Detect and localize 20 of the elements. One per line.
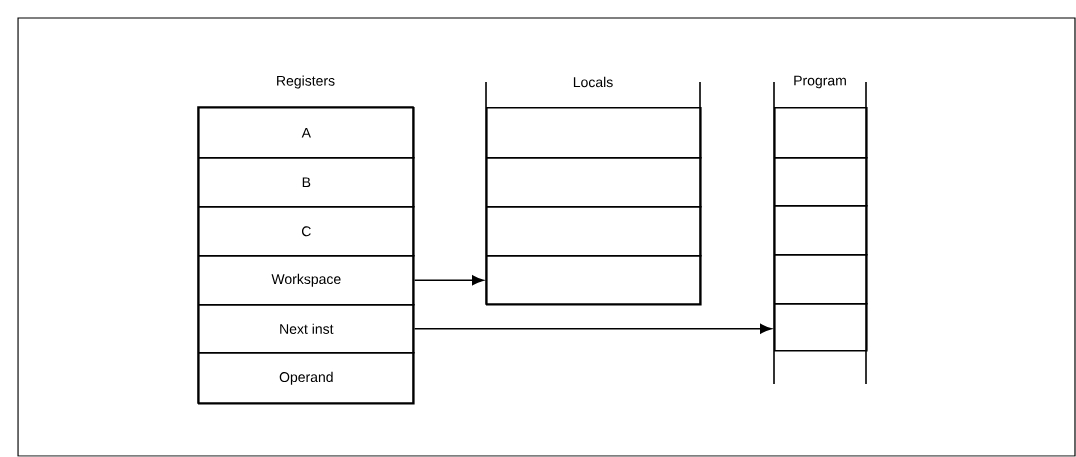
register-cell: Workspace — [198, 255, 415, 306]
memory-cell — [774, 107, 868, 159]
arrow — [413, 323, 772, 334]
register-cell: A — [198, 107, 415, 159]
program-stack: Program — [773, 75, 867, 385]
register-cell: B — [198, 157, 415, 208]
arrow — [413, 275, 484, 286]
memory-cell — [486, 157, 702, 208]
memory-cell — [486, 107, 702, 159]
register-cell: C — [198, 206, 415, 257]
memory-cell — [774, 254, 868, 305]
locals-stack: Locals — [485, 76, 701, 305]
memory-cell — [486, 206, 702, 257]
memory-cell — [774, 303, 868, 352]
node-label: Registers — [277, 75, 335, 89]
memory-cell — [774, 205, 868, 256]
register-cell: Next inst — [198, 304, 415, 354]
memory-cell — [486, 255, 702, 306]
register-cell: Operand — [198, 352, 415, 405]
memory-cell — [774, 157, 868, 207]
